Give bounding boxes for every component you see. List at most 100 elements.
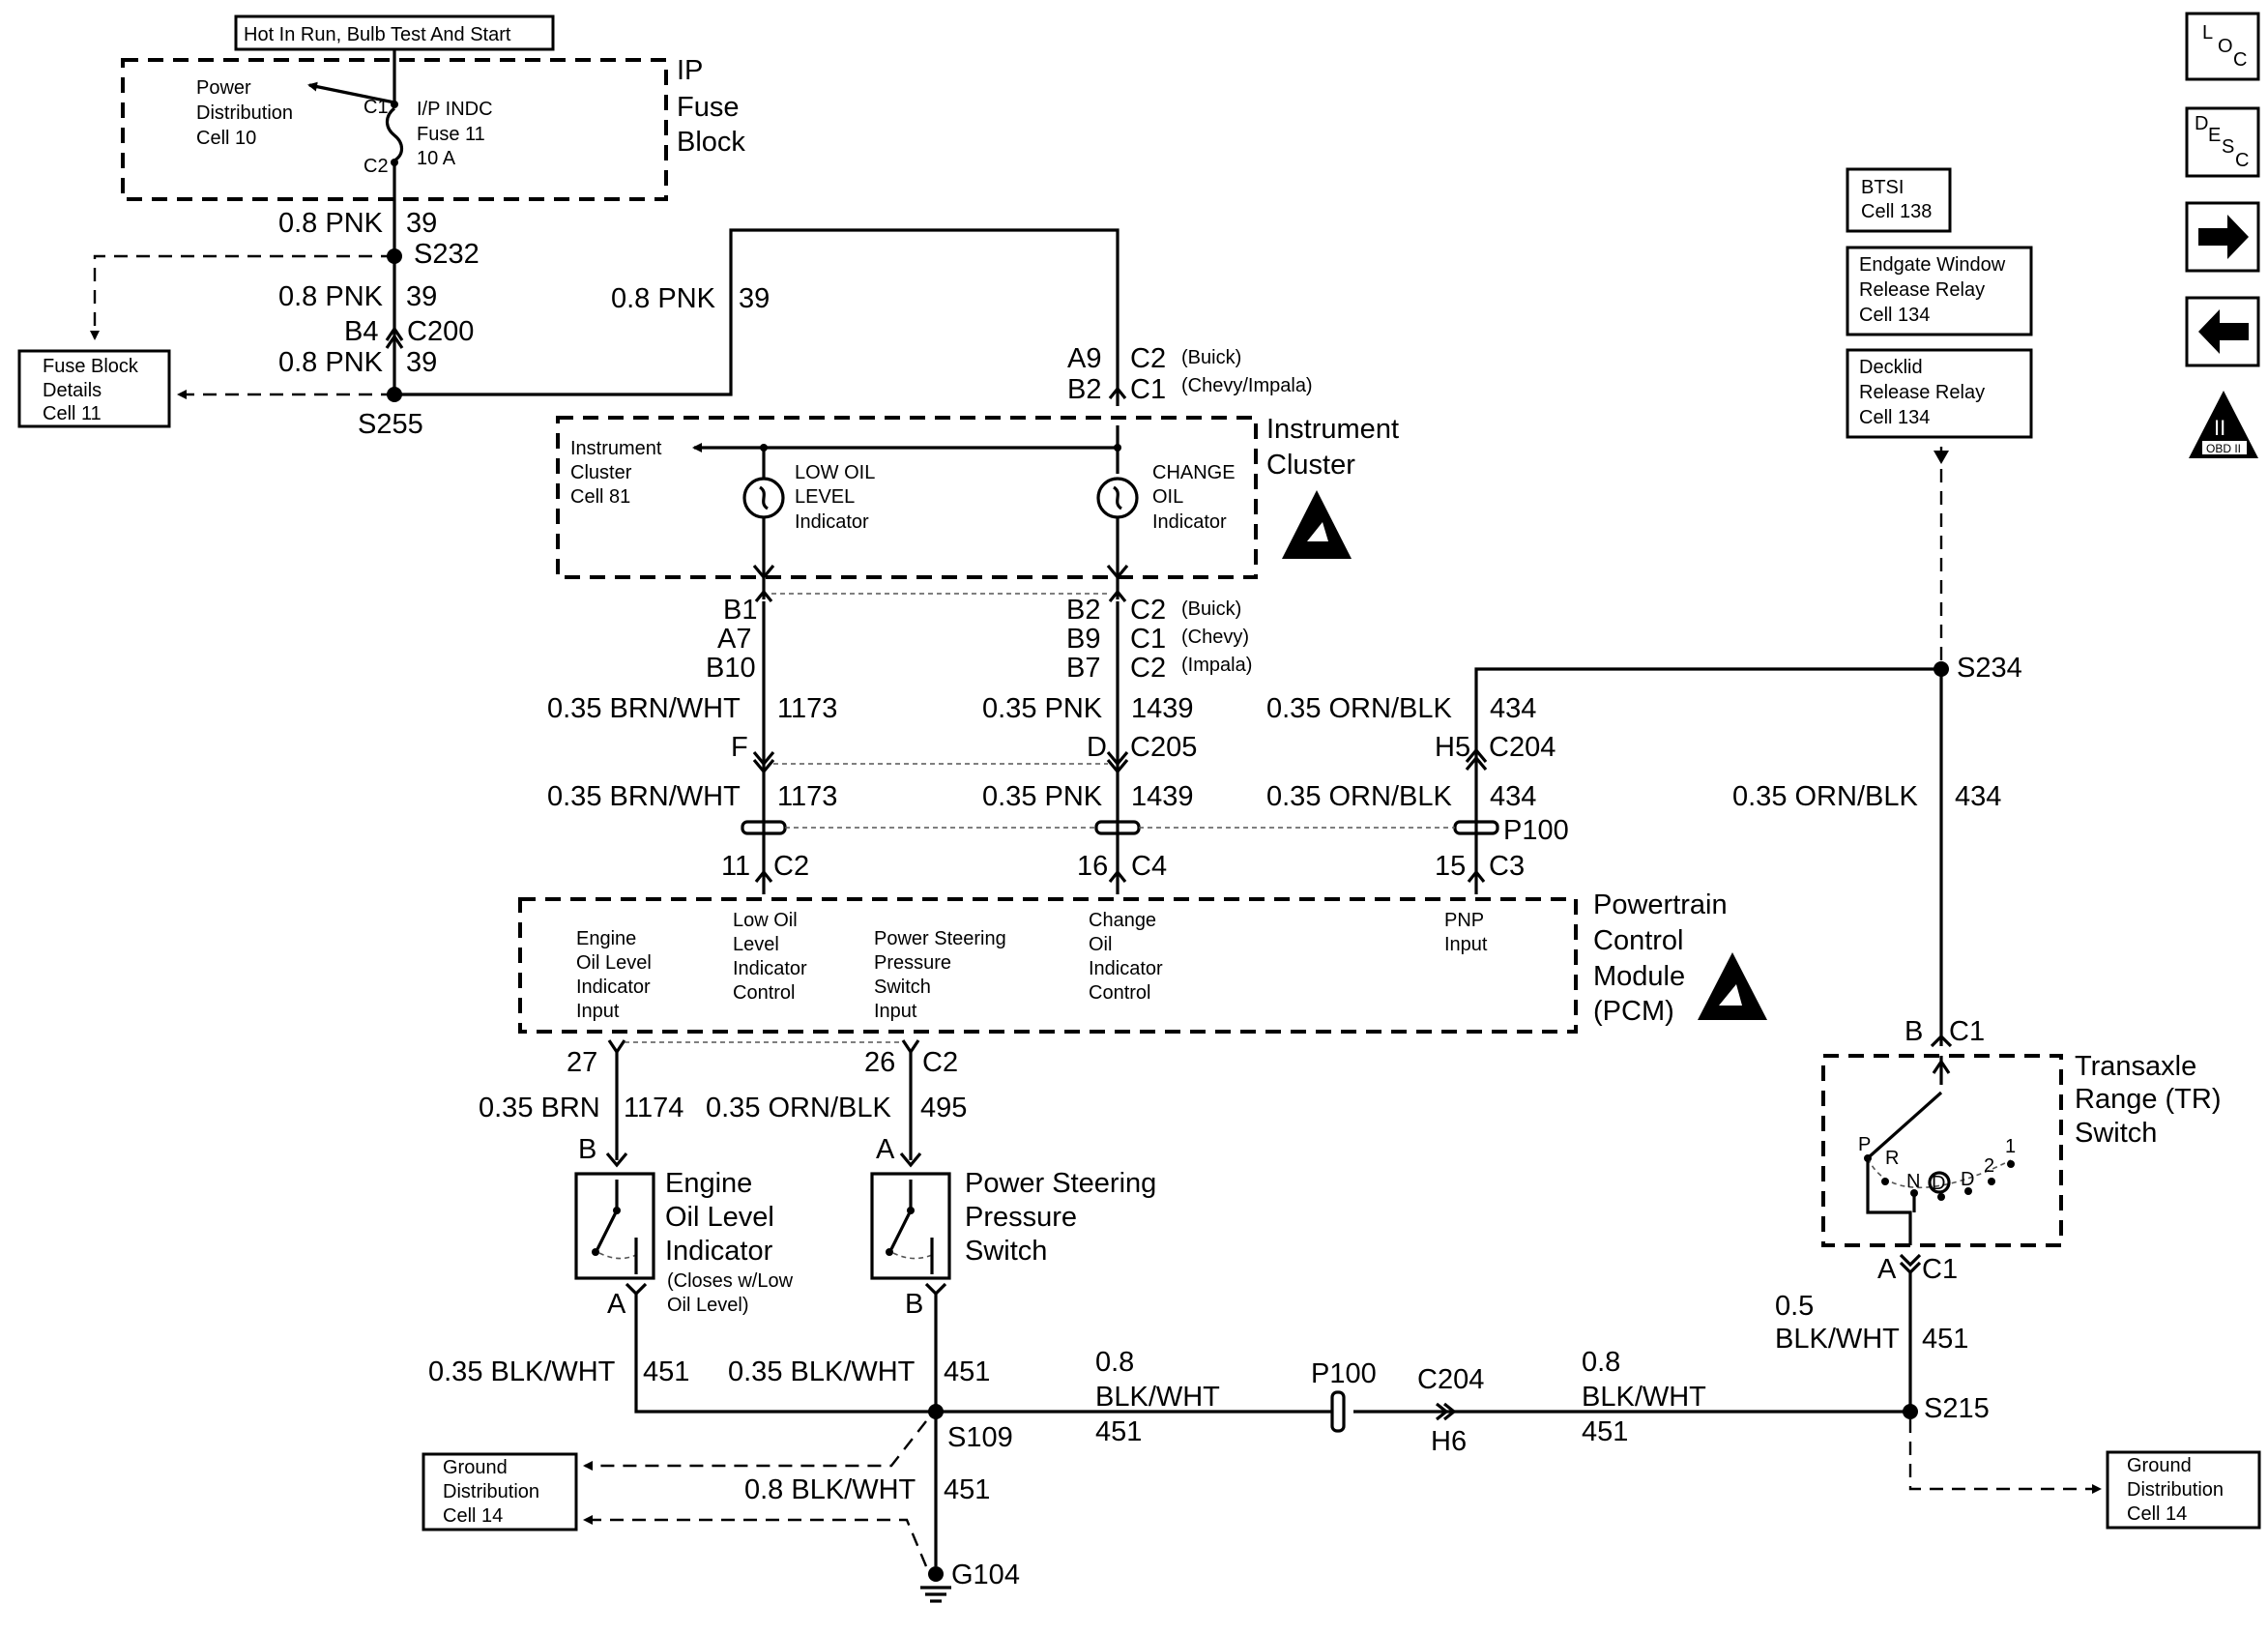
wire-label: 0.8 PNK (611, 283, 716, 314)
connector-label: A9 (1067, 343, 1101, 374)
wire-circuit: 434 (1955, 781, 2001, 812)
connector-label: 11 (721, 851, 750, 882)
svg-text:Ground: Ground (2127, 1455, 2192, 1476)
wire-label: BLK/WHT (1095, 1382, 1220, 1413)
svg-text:IP: IP (677, 55, 703, 86)
wire-circuit: 1174 (624, 1093, 683, 1123)
svg-text:Control: Control (1593, 925, 1684, 956)
svg-text:C1: C1 (363, 97, 389, 118)
svg-text:10 A: 10 A (417, 148, 456, 169)
connector-label: C1 (1130, 624, 1166, 655)
connector-c204 (1465, 747, 1488, 772)
svg-text:E: E (2208, 125, 2221, 146)
wire-label: 0.35 ORN/BLK (706, 1093, 891, 1123)
svg-text:Pressure: Pressure (874, 952, 951, 974)
svg-text:Details: Details (43, 380, 102, 401)
svg-text:II: II (2214, 416, 2225, 440)
svg-text:Cell 134: Cell 134 (1859, 407, 1930, 428)
svg-text:Ground: Ground (443, 1457, 508, 1478)
decklid-relay-ref[interactable]: Decklid Release Relay Cell 134 (1846, 348, 2033, 439)
svg-text:1: 1 (2005, 1136, 2016, 1157)
esd-warning-icon (1698, 952, 1767, 1020)
svg-text:LEVEL: LEVEL (795, 486, 855, 508)
wire-circuit: 451 (944, 1474, 990, 1505)
svg-text:Indicator: Indicator (795, 511, 869, 533)
svg-text:Control: Control (1089, 982, 1150, 1004)
next-page-button[interactable] (2185, 201, 2260, 273)
low-oil-bulb-icon (742, 477, 785, 519)
switch-label: Switch (2075, 1118, 2157, 1149)
ground-distribution-ref-left[interactable]: Ground Distribution Cell 14 (422, 1452, 578, 1531)
wire-label: 0.8 PNK (278, 281, 384, 312)
svg-text:Input: Input (576, 1001, 620, 1022)
wire-label: 0.35 PNK (982, 781, 1103, 812)
svg-text:Switch: Switch (874, 977, 931, 998)
connector-note: (Buick) (1181, 598, 1241, 620)
connector-label: A (876, 1134, 895, 1165)
svg-text:Input: Input (1444, 934, 1488, 955)
fuse-block-details-ref[interactable]: Fuse Block Details Cell 11 (17, 349, 171, 428)
ground-distribution-ref-right[interactable]: Ground Distribution Cell 14 (2106, 1450, 2261, 1530)
wire-label: 0.35 PNK (982, 693, 1103, 724)
connector-label: 16 (1077, 851, 1108, 882)
wire-label: 0.35 BLK/WHT (428, 1356, 616, 1387)
svg-text:Change: Change (1089, 910, 1156, 931)
wire-circuit: 495 (920, 1093, 967, 1123)
ground-label: G104 (951, 1560, 1020, 1590)
switch-label: Range (TR) (2075, 1084, 2222, 1115)
wire-circuit: 451 (944, 1356, 990, 1387)
wire-circuit: 39 (406, 208, 437, 239)
svg-text:N: N (1906, 1171, 1920, 1192)
splice-label: S255 (358, 409, 423, 440)
wire-label: 0.35 ORN/BLK (1266, 693, 1452, 724)
connector-label: B9 (1066, 624, 1100, 655)
loc-button[interactable]: L O C (2185, 12, 2260, 81)
wire-label: 0.35 BRN/WHT (547, 693, 741, 724)
svg-text:Instrument: Instrument (1266, 414, 1399, 445)
connector-label: B10 (706, 653, 756, 684)
connector-label: D (1087, 732, 1107, 763)
svg-text:C: C (2233, 49, 2247, 71)
connector-p100 (741, 820, 1499, 835)
endgate-window-relay-ref[interactable]: Endgate Window Release Relay Cell 134 (1846, 246, 2033, 336)
pcm-module: Powertrain Control Module (PCM) Engine O… (518, 889, 1728, 1034)
wire-label: 0.35 BLK/WHT (728, 1356, 916, 1387)
connector-label: A7 (717, 624, 751, 655)
connector-label: B (578, 1134, 596, 1165)
switch-label: Switch (965, 1236, 1047, 1267)
connector-label: H6 (1431, 1426, 1467, 1457)
ground-icon (920, 1566, 951, 1603)
svg-text:Instrument: Instrument (570, 438, 662, 459)
wire-circuit: 1439 (1131, 781, 1194, 812)
switch-label: Power Steering (965, 1168, 1156, 1199)
arrow-right-icon (2198, 215, 2249, 259)
svg-text:Engine: Engine (576, 928, 636, 949)
svg-text:C2: C2 (363, 156, 389, 177)
svg-text:Fuse: Fuse (677, 92, 739, 123)
svg-text:Input: Input (874, 1001, 917, 1022)
obd-ii-button[interactable]: II OBD II (2189, 391, 2258, 458)
svg-text:Level: Level (733, 934, 779, 955)
connector-label: C2 (922, 1047, 958, 1078)
desc-button[interactable]: D E S C (2185, 106, 2260, 178)
connector-label: C2 (1130, 595, 1166, 626)
svg-text:P: P (1858, 1134, 1871, 1155)
svg-text:Power Steering: Power Steering (874, 928, 1006, 949)
svg-text:Distribution: Distribution (2127, 1479, 2224, 1501)
connector-label: 26 (864, 1047, 895, 1078)
switch-label: Engine (665, 1168, 752, 1199)
connector-label: B2 (1067, 374, 1101, 405)
connector-label: P100 (1503, 815, 1569, 846)
svg-text:2: 2 (1984, 1155, 1994, 1177)
transaxle-range-switch: P R N D D 2 1 (1821, 1054, 2063, 1247)
btsi-ref[interactable]: BTSI Cell 138 (1846, 167, 1952, 233)
svg-text:Decklid: Decklid (1859, 357, 1923, 378)
previous-page-button[interactable] (2185, 296, 2260, 367)
svg-text:Oil Level: Oil Level (576, 952, 652, 974)
svg-text:Cluster: Cluster (570, 462, 632, 483)
wire-circuit: 1439 (1131, 693, 1194, 724)
connector-label: A (1877, 1254, 1897, 1285)
connector-label: B (1905, 1016, 1923, 1047)
connector-label: C205 (1130, 732, 1197, 763)
